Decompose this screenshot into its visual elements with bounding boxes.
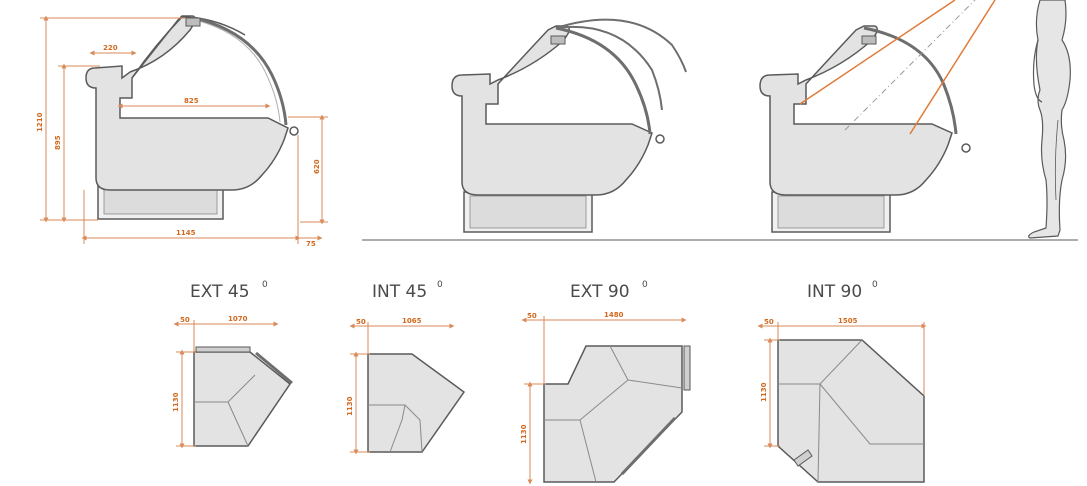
corner-title-int45-sup: 0 bbox=[437, 280, 443, 290]
dim-height-counter: 895 bbox=[54, 135, 62, 150]
int90-offset: 50 bbox=[764, 318, 774, 326]
side-view-glass-opening bbox=[451, 18, 687, 233]
int45-depth: 1130 bbox=[346, 396, 354, 416]
int90-width: 1505 bbox=[838, 317, 858, 325]
corner-ext45: 50 1070 1130 bbox=[172, 315, 293, 449]
dim-total-depth: 1145 bbox=[176, 229, 196, 237]
corner-title-int45: INT 45 bbox=[372, 282, 427, 302]
dim-front-height: 620 bbox=[313, 159, 321, 174]
dim-handle-depth: 75 bbox=[306, 240, 316, 248]
ext45-offset: 50 bbox=[180, 316, 190, 324]
handle-knob bbox=[289, 126, 299, 136]
corner-int45: 50 1065 1130 bbox=[346, 317, 466, 455]
int45-width: 1065 bbox=[402, 317, 422, 325]
corner-ext90: 50 1480 1130 bbox=[520, 311, 691, 485]
ext90-offset: 50 bbox=[527, 312, 537, 320]
side-view-sight-lines bbox=[759, 0, 996, 233]
corner-title-ext90-sup: 0 bbox=[642, 280, 648, 290]
dim-inner-depth: 825 bbox=[184, 97, 199, 105]
curved-glass bbox=[189, 15, 288, 126]
side-view-dimensioned: 1210 895 220 825 620 1145 75 bbox=[36, 15, 328, 248]
int45-offset: 50 bbox=[356, 318, 366, 326]
dim-top-shelf-depth: 220 bbox=[103, 44, 118, 52]
corner-title-int90-sup: 0 bbox=[872, 280, 878, 290]
corner-int90: 50 1505 1130 bbox=[757, 317, 927, 483]
corner-title-int90: INT 90 bbox=[807, 282, 862, 302]
corner-titles: EXT 45 0 INT 45 0 EXT 90 0 INT 90 0 bbox=[190, 280, 878, 302]
dim-height-total: 1210 bbox=[36, 112, 44, 132]
corner-title-ext90: EXT 90 bbox=[570, 282, 630, 302]
ext45-width: 1070 bbox=[228, 315, 248, 323]
corner-title-ext45: EXT 45 bbox=[190, 282, 250, 302]
int90-depth: 1130 bbox=[760, 382, 768, 402]
ext90-width: 1480 bbox=[604, 311, 624, 319]
ext45-depth: 1130 bbox=[172, 392, 180, 412]
ext90-depth: 1130 bbox=[520, 424, 528, 444]
corner-title-ext45-sup: 0 bbox=[262, 280, 268, 290]
human-figure bbox=[1028, 0, 1071, 239]
